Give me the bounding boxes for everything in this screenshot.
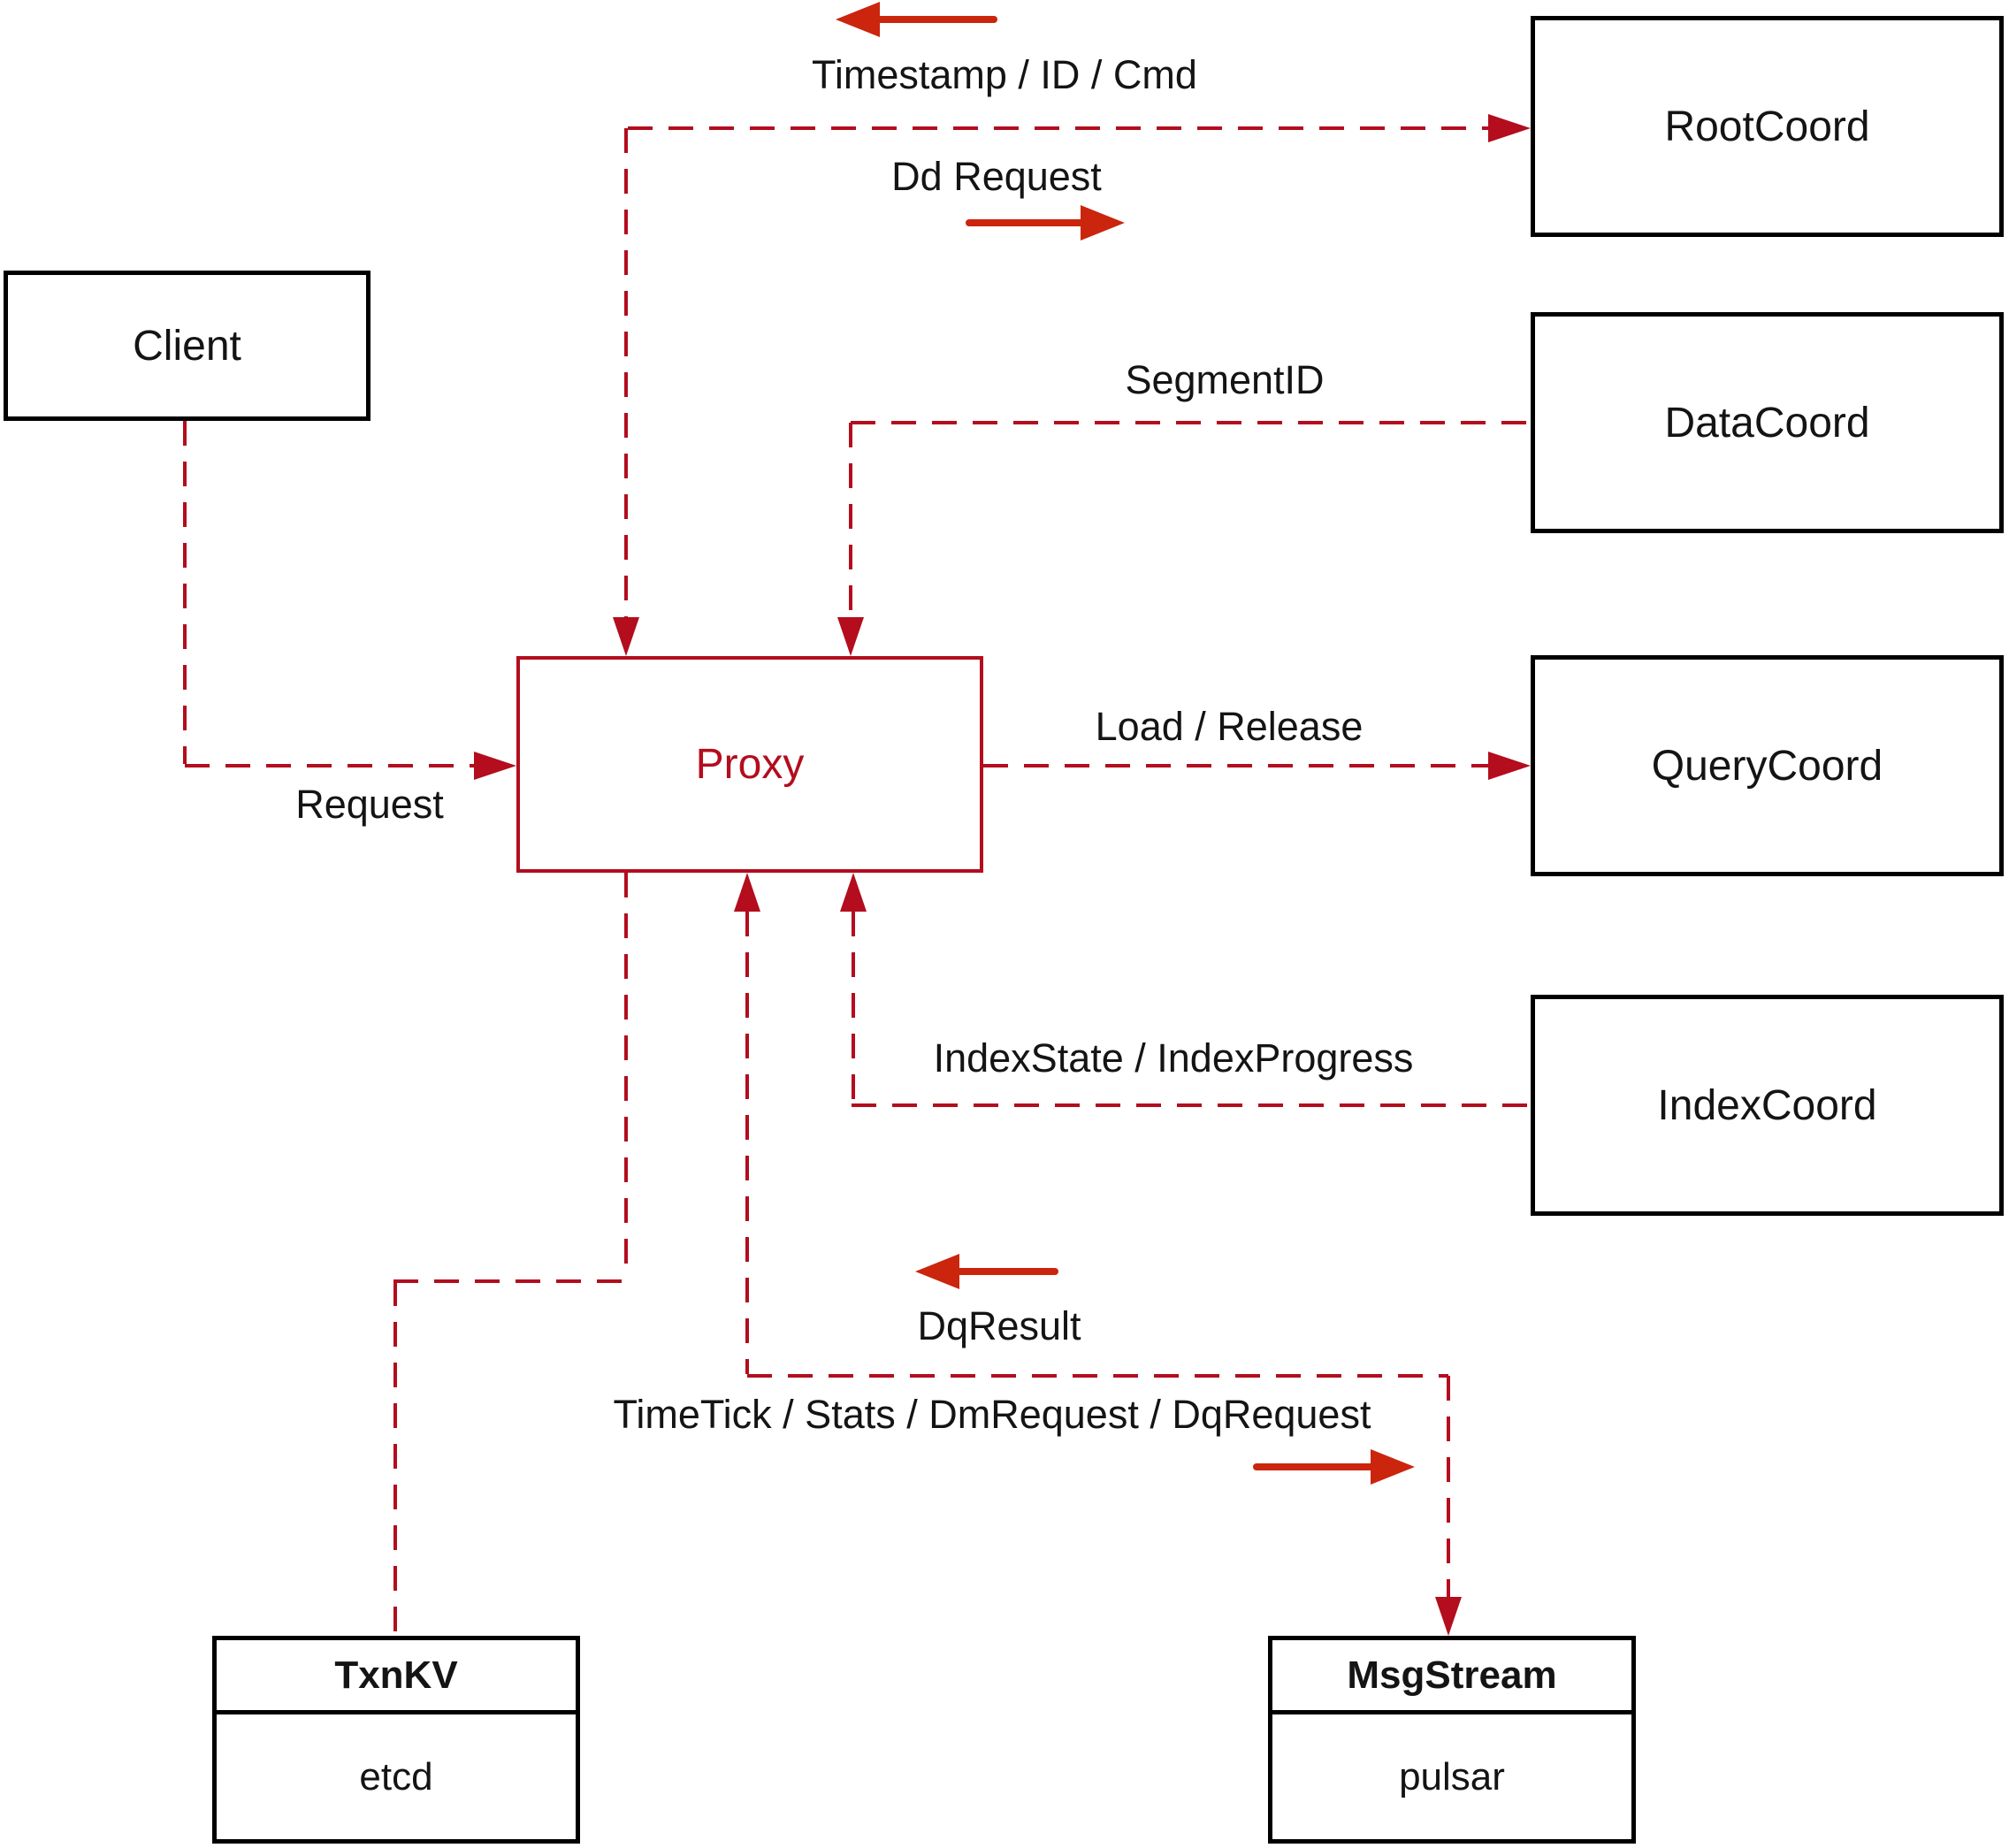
edge-proxy-txnkv-hline [393,1279,626,1283]
node-msgstream-title: MsgStream [1272,1640,1631,1714]
node-txnkv-title: TxnKV [217,1640,576,1714]
arrow-shaft [952,1268,1058,1275]
node-msgstream: MsgStream pulsar [1268,1636,1636,1844]
arrowhead-left-icon [836,2,880,37]
arrow-shaft [1253,1463,1378,1470]
node-proxy-label: Proxy [695,741,805,788]
node-indexcoord-label: IndexCoord [1657,1081,1877,1129]
edge-proxy-txnkv-vline1 [624,873,628,1279]
edge-proxy-querycoord-hline [983,764,1488,767]
edge-label-timetick: TimeTick / Stats / DmRequest / DqRequest [613,1392,1371,1437]
arrowhead-right-icon [1081,205,1125,241]
node-client: Client [4,271,370,421]
node-msgstream-subtitle: pulsar [1399,1754,1505,1798]
edge-proxy-msgstream-hline [747,1374,1448,1378]
arrowhead-right-icon [1371,1449,1415,1485]
edge-proxy-msgstream-vline1 [745,912,749,1374]
node-datacoord-label: DataCoord [1664,399,1870,447]
edge-label-load-release: Load / Release [1095,704,1364,749]
left-direction-arrow-icon [836,2,999,37]
node-querycoord-label: QueryCoord [1651,742,1883,790]
edge-datacoord-proxy-vline [849,423,852,617]
right-direction-arrow-icon [964,205,1125,241]
node-rootcoord-label: RootCoord [1664,103,1870,150]
edge-label-segmentid: SegmentID [1125,357,1325,402]
node-client-label: Client [133,322,241,370]
edge-indexcoord-proxy-arrowhead [840,873,867,912]
edge-proxy-querycoord-arrowhead [1488,752,1531,780]
edge-label-timestamp-id-cmd: Timestamp / ID / Cmd [812,52,1197,97]
edge-proxy-rootcoord-vline [624,128,628,617]
edge-proxy-msgstream-arrowhead [1435,1597,1462,1636]
edge-proxy-msgstream-vline2 [1447,1376,1450,1597]
arrow-shaft [966,219,1088,226]
edge-client-proxy-hline [185,764,474,767]
left-direction-arrow-icon [915,1254,1060,1289]
edge-rootcoord-proxy-arrowhead [613,617,639,656]
edge-proxy-rootcoord-arrowhead [1488,114,1531,142]
edge-indexcoord-proxy-vline [852,912,855,1103]
edge-datacoord-proxy-arrowhead [837,617,864,656]
right-direction-arrow-icon [1251,1449,1415,1485]
node-txnkv: TxnKV etcd [212,1636,580,1844]
edge-client-proxy-vline [183,421,187,764]
edge-label-indexstate: IndexState / IndexProgress [933,1035,1414,1081]
edge-datacoord-proxy-hline [851,421,1531,424]
edge-proxy-rootcoord-hline [628,126,1488,130]
node-datacoord: DataCoord [1531,312,2004,533]
edge-indexcoord-proxy-hline [852,1103,1531,1107]
edge-msgstream-proxy-arrowhead [734,873,760,912]
arrowhead-left-icon [915,1254,959,1289]
edge-client-proxy-arrowhead [474,752,516,780]
edge-label-dd-request: Dd Request [891,154,1102,199]
edge-proxy-txnkv-vline2 [393,1281,397,1636]
node-proxy: Proxy [516,656,983,873]
node-indexcoord: IndexCoord [1531,995,2004,1216]
edge-label-dqresult: DqResult [917,1303,1081,1348]
arrow-shaft [873,16,997,23]
node-txnkv-subtitle: etcd [359,1754,433,1798]
node-querycoord: QueryCoord [1531,655,2004,876]
node-rootcoord: RootCoord [1531,16,2004,237]
edge-label-request: Request [295,782,444,827]
